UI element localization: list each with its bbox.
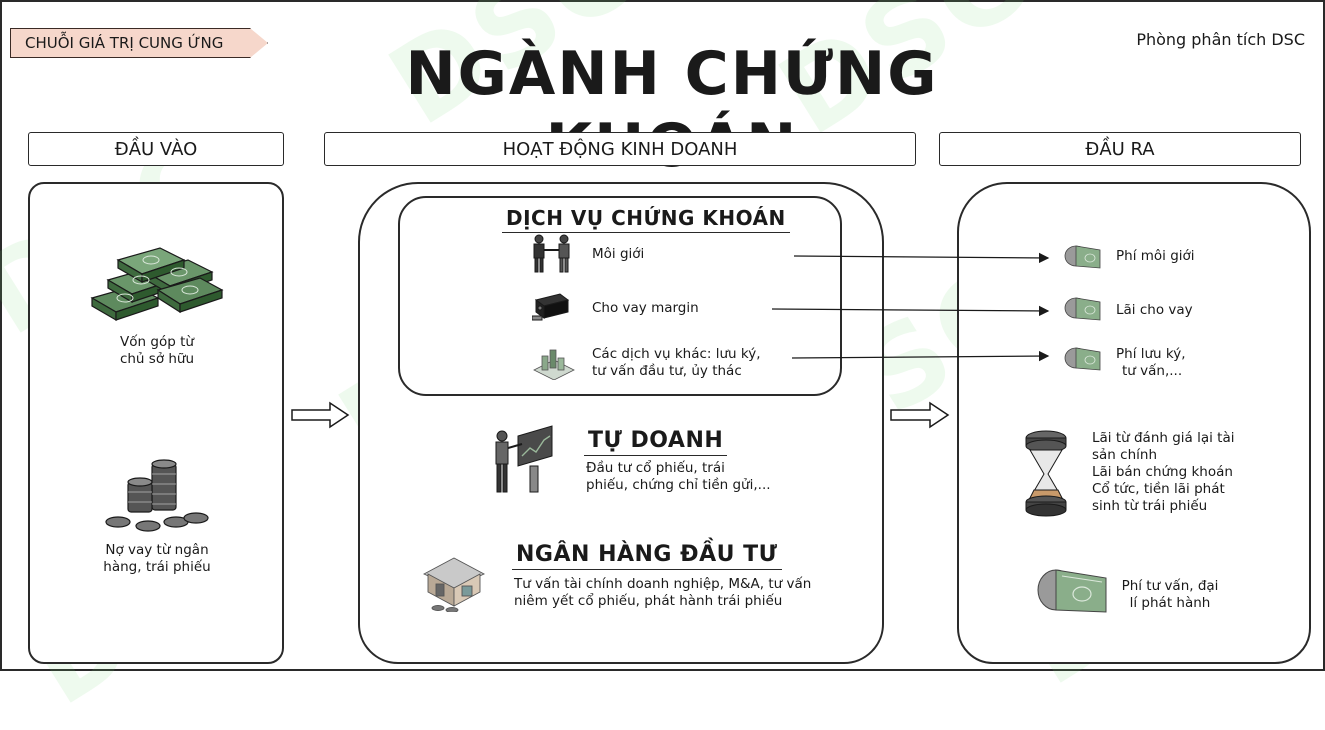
trading-income-label-line: sản chính [1092,447,1157,463]
header-output: ĐẦU RA [939,132,1301,166]
advisory-fee-label-line: lí phát hành [1129,595,1211,611]
securities-services-title: DỊCH VỤ CHỨNG KHOÁN [502,206,790,233]
margin-arrow [771,305,1050,317]
connector-layer [291,252,1050,429]
proprietary-desc-line: phiếu, chứng chỉ tiền gửi,... [586,477,771,493]
investment-banking-desc: Tư vấn tài chính doanh nghiệp, M&A, tư v… [514,576,811,610]
investment-banking-title: NGÂN HÀNG ĐẦU TƯ [512,542,782,570]
other-services-label: Các dịch vụ khác: lưu ký, tư vấn đầu tư,… [592,346,761,380]
brokerage-arrow [793,252,1050,264]
activity-to-output-arrow [890,401,950,429]
custody-fee-label-line: tư vấn,... [1122,363,1183,379]
input-to-activity-arrow [291,401,350,429]
advisory-fee-label-line: Phí tư vấn, đại [1121,578,1219,594]
coin-stack-icon [105,459,209,532]
trading-income-label-line: Cổ tức, tiền lãi phát [1092,481,1225,497]
debt-label-line: hàng, trái phiếu [103,559,211,575]
other-services-label-line: tư vấn đầu tư, ủy thác [592,363,742,379]
debt-label-line: Nợ vay từ ngân [105,542,209,558]
output-column [957,182,1311,664]
vault-icon [532,293,570,321]
cash-stack-icon [90,247,224,322]
investment-banking-desc-line: niêm yết cổ phiếu, phát hành trái phiếu [514,593,783,609]
proprietary-desc: Đầu tư cổ phiếu, trái phiếu, chứng chỉ t… [586,460,771,494]
credit-label: Phòng phân tích DSC [1136,30,1305,49]
debt-label: Nợ vay từ ngân hàng, trái phiếu [72,542,242,576]
brokerage-label: Môi giới [592,246,645,262]
header-input: ĐẦU VÀO [28,132,284,166]
supply-chain-tag: CHUỖI GIÁ TRỊ CUNG ỨNG [10,28,268,58]
equity-label-line: Vốn góp từ [120,334,194,350]
header-activity: HOẠT ĐỘNG KINH DOANH [324,132,916,166]
page-title: NGÀNH CHỨNG KHOÁN [405,39,939,181]
advisory-fee-label: Phí tư vấn, đại lí phát hành [1110,578,1230,612]
trading-income-label-line: sinh từ trái phiếu [1092,498,1208,514]
proprietary-title: TỰ DOANH [584,428,728,456]
securities-services-box [398,196,842,396]
brokerage-fee-label: Phí môi giới [1116,248,1195,264]
cash-roll-icon [1064,347,1101,371]
trading-income-label: Lãi từ đánh giá lại tài sản chính Lãi bá… [1092,430,1235,515]
other-services-arrow [791,350,1050,362]
investment-banking-desc-line: Tư vấn tài chính doanh nghiệp, M&A, tư v… [514,576,812,592]
custody-fee-label-line: Phí lưu ký, [1116,346,1186,362]
hourglass-coins-icon [1025,430,1067,517]
bank-building-icon [422,557,486,612]
trader-screen-icon [495,425,553,493]
other-services-label-line: Các dịch vụ khác: lưu ký, [592,346,761,362]
handshake-icon [533,234,570,273]
equity-label-line: chủ sở hữu [119,351,195,367]
trading-income-label-line: Lãi bán chứng khoán [1092,464,1233,480]
proprietary-desc-line: Đầu tư cổ phiếu, trái [586,460,725,476]
cash-roll-icon [1064,245,1101,269]
custody-fee-label: Phí lưu ký, tư vấn,... [1116,346,1186,380]
margin-interest-label: Lãi cho vay [1116,302,1193,318]
cash-roll-large-icon [1037,569,1107,613]
margin-label: Cho vay margin [592,300,699,316]
city-blocks-icon [533,349,575,380]
trading-income-label-line: Lãi từ đánh giá lại tài [1092,430,1235,446]
equity-label: Vốn góp từ chủ sở hữu [82,334,232,368]
cash-roll-icon [1064,297,1101,321]
